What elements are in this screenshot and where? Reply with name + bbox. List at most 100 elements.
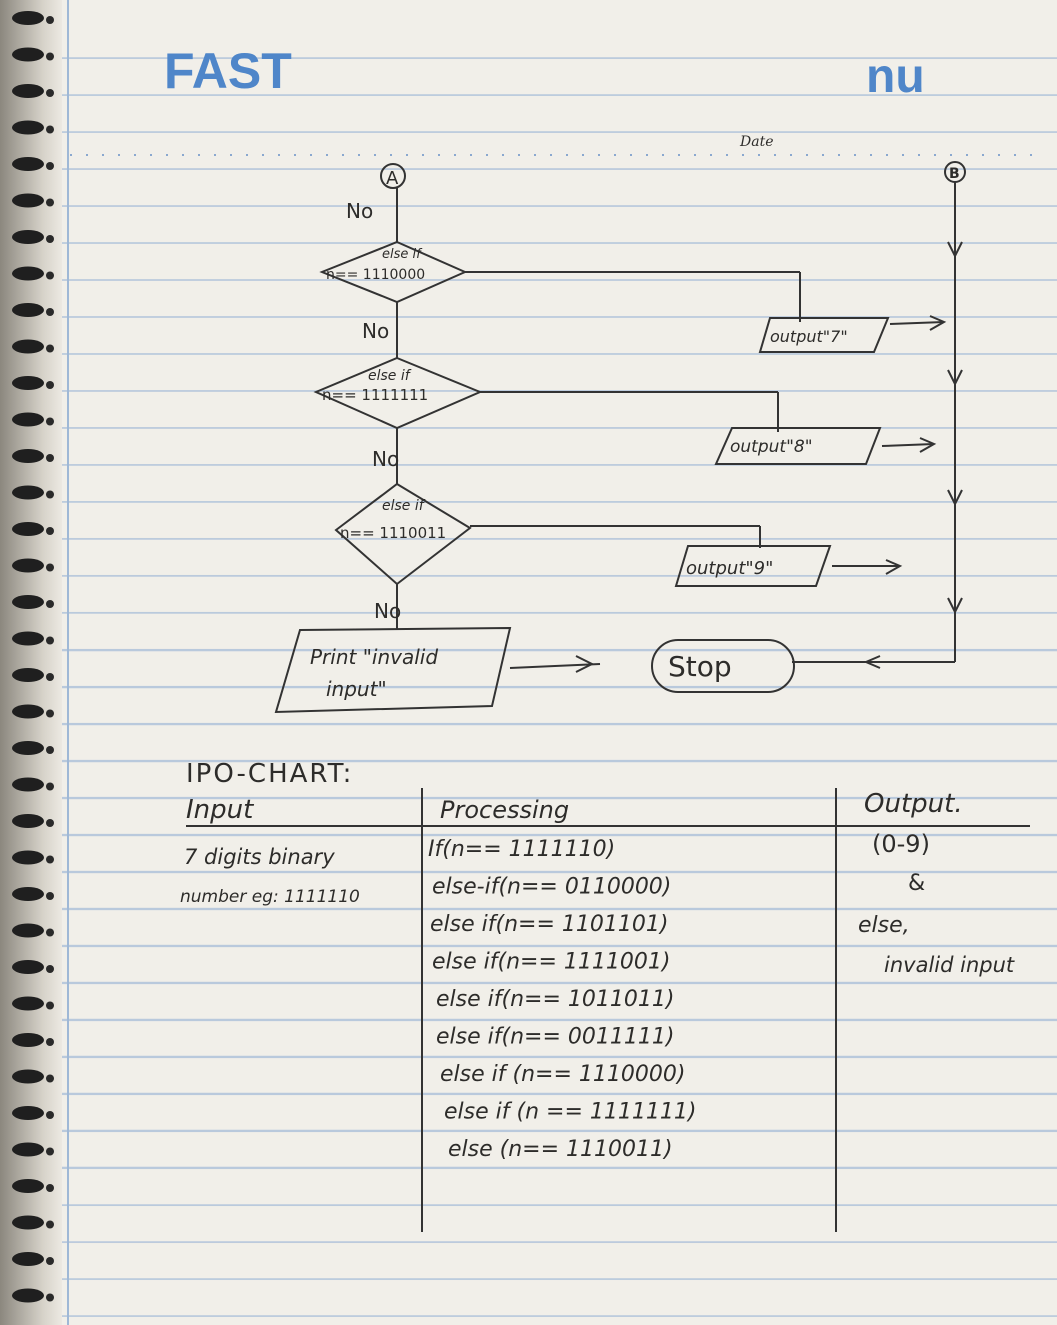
decision-3-keyword: else if — [382, 498, 426, 514]
spiral-ring — [12, 11, 44, 25]
punch-hole — [46, 782, 54, 791]
spiral-ring — [12, 449, 44, 463]
spiral-ring — [12, 485, 44, 500]
stop-terminal — [651, 639, 795, 693]
ipo-processing-list: If(n== 1111110)else-if(n== 0110000)else … — [428, 837, 696, 1162]
decision-1-condition: n== 1110000 — [326, 267, 425, 283]
punch-hole — [46, 636, 54, 645]
no-label-1: No — [362, 319, 389, 343]
spiral-ring — [12, 996, 44, 1011]
punch-hole — [46, 344, 54, 353]
ipo-processing-line: else-if(n== 0110000) — [432, 875, 671, 900]
ipo-input-line-1: 7 digits binary — [184, 845, 335, 869]
ipo-header-input: Input — [186, 795, 254, 825]
ipo-header-output: Output. — [864, 789, 963, 819]
spiral-ring — [12, 1106, 44, 1120]
ipo-processing-line: else if(n== 1101101) — [430, 912, 668, 937]
print-line-1: Print "invalid — [310, 645, 438, 669]
punch-hole — [46, 709, 54, 718]
connector-a-circle — [380, 163, 406, 189]
ipo-output-line-4: invalid input — [884, 953, 1015, 977]
spiral-ring — [12, 47, 44, 62]
spiral-ring — [12, 303, 44, 317]
ipo-title: IPO-CHART: — [186, 759, 353, 789]
output-8-text: output"8" — [730, 437, 813, 457]
punch-hole — [46, 600, 54, 608]
spiral-ring — [12, 741, 44, 755]
spiral-ring — [12, 376, 44, 390]
stop-label: Stop — [668, 650, 732, 683]
punch-hole — [46, 1001, 54, 1010]
spiral-ring — [12, 1215, 44, 1230]
print-line-2: input" — [326, 677, 387, 701]
date-label: Date — [739, 134, 773, 150]
ipo-processing-line: else (n== 1110011) — [448, 1137, 673, 1162]
fast-logo: FAST — [164, 43, 292, 99]
spiral-ring — [12, 1069, 44, 1084]
spiral-ring — [12, 1288, 44, 1303]
punch-hole — [46, 1074, 54, 1083]
output-9-text: output"9" — [686, 558, 773, 579]
punch-hole — [46, 125, 54, 134]
punch-hole — [46, 381, 54, 389]
punch-hole — [46, 1111, 54, 1119]
punch-hole — [46, 417, 54, 426]
punch-hole — [46, 855, 54, 864]
decision-3-condition: n== 1110011 — [340, 524, 446, 542]
punch-hole — [46, 1184, 54, 1192]
ipo-output-line-1: (0-9) — [872, 830, 930, 858]
decision-1-keyword: else if — [382, 247, 423, 262]
no-label-3: No — [374, 599, 401, 623]
punch-hole — [46, 454, 54, 462]
spiral-ring — [12, 777, 44, 792]
spiral-ring — [12, 668, 44, 682]
spiral-ring — [12, 923, 44, 938]
punch-hole — [46, 89, 54, 97]
no-label-top: No — [346, 199, 373, 223]
punch-hole — [46, 162, 54, 170]
decision-2-keyword: else if — [368, 368, 412, 384]
output-box-7 — [758, 317, 890, 353]
spiral-ring — [12, 704, 44, 719]
punch-hole — [46, 892, 54, 900]
spiral-ring — [12, 887, 44, 901]
ipo-output-line-3: else, — [858, 913, 910, 938]
punch-hole — [46, 673, 54, 681]
print-invalid-box — [274, 626, 512, 714]
ipo-processing-line: else if (n == 1111111) — [444, 1100, 696, 1125]
spiral-binding — [12, 11, 54, 1303]
spiral-ring — [12, 120, 44, 135]
spiral-ring — [12, 631, 44, 646]
ipo-input-line-2: number eg: 1111110 — [180, 887, 360, 907]
spiral-ring — [12, 558, 44, 573]
output-box-8 — [714, 427, 882, 465]
punch-hole — [46, 308, 54, 316]
punch-hole — [46, 746, 54, 754]
punch-hole — [46, 1220, 54, 1229]
decision-2-condition: n== 1111111 — [322, 386, 428, 404]
punch-hole — [46, 490, 54, 499]
punch-hole — [46, 1257, 54, 1265]
output-box-9 — [674, 545, 832, 587]
spiral-ring — [12, 193, 44, 208]
spiral-ring — [12, 266, 44, 281]
spiral-ring — [12, 595, 44, 609]
punch-hole — [46, 563, 54, 572]
spiral-ring — [12, 850, 44, 865]
spiral-ring — [12, 814, 44, 828]
punch-hole — [46, 198, 54, 207]
ipo-processing-line: else if(n== 1111001) — [432, 950, 670, 975]
connector-b-label: B — [949, 166, 960, 182]
spiral-ring — [12, 157, 44, 171]
spiral-ring — [12, 1142, 44, 1157]
punch-hole — [46, 1293, 54, 1302]
arrow-to-stop — [509, 663, 601, 669]
ipo-processing-line: else if(n== 1011011) — [436, 987, 674, 1012]
spiral-ring — [12, 339, 44, 354]
punch-hole — [46, 928, 54, 937]
spiral-ring — [12, 412, 44, 427]
arrow-to-b-8 — [881, 443, 935, 447]
output-7-text: output"7" — [770, 327, 848, 346]
punch-hole — [46, 965, 54, 973]
